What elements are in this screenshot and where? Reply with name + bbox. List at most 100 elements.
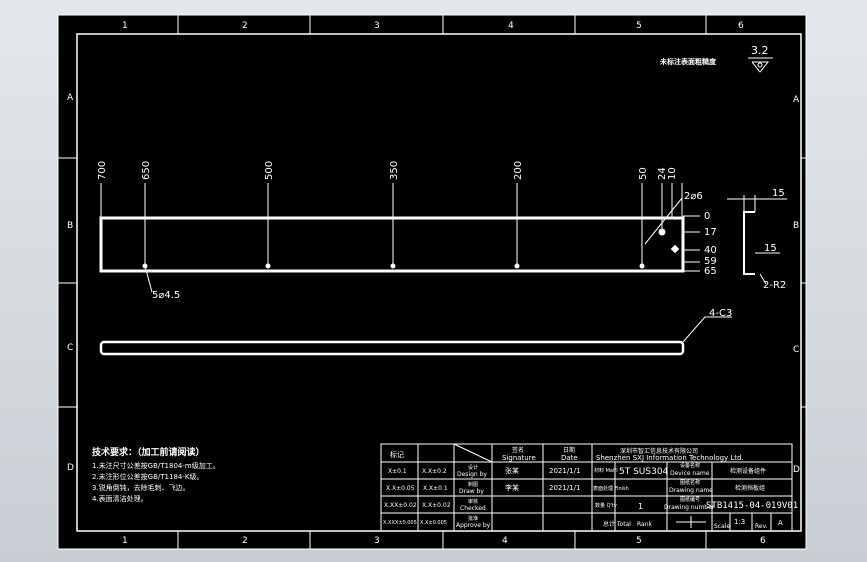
zone-row-c-left: C xyxy=(67,343,73,353)
plate-front-view[interactable] xyxy=(99,216,685,273)
tb-qty-label: 数量 Q'ty xyxy=(595,502,617,509)
zone-col-1-bottom: 1 xyxy=(122,536,128,546)
tb-device-label-en: Device name xyxy=(670,470,710,477)
zone-col-6-top: 6 xyxy=(738,21,744,31)
dim-10: 10 xyxy=(667,167,678,180)
tb-row2-role-en: Draw by xyxy=(459,488,484,495)
dim-24: 24 xyxy=(657,167,668,180)
tb-date-cn: 日期 xyxy=(563,446,575,454)
tb-row4-code: X.XXX±0.005 xyxy=(383,520,417,526)
tb-row2-code: X.X±0.05 xyxy=(386,485,415,492)
tb-row4-role-en: Approve by xyxy=(456,522,491,529)
zone-row-c-right: C xyxy=(793,345,799,355)
section-height-15: 15 xyxy=(764,243,777,254)
tb-drawing-no: STB1415-04-019V01 xyxy=(706,501,798,511)
tb-drawing-name-value: 检测挡板组 xyxy=(735,484,765,492)
hole-leader-lines xyxy=(100,183,700,293)
tb-row2-date: 2021/1/1 xyxy=(549,484,580,492)
dim-700: 700 xyxy=(97,161,108,180)
zone-col-3-bottom: 3 xyxy=(374,536,380,546)
zone-row-d-right: D xyxy=(793,465,800,475)
zone-col-5-bottom: 5 xyxy=(636,536,642,546)
zone-row-b-left: B xyxy=(67,221,73,231)
dim-200: 200 xyxy=(513,161,524,180)
roughness-symbol xyxy=(748,57,773,73)
sheet-background xyxy=(57,14,807,550)
tb-signature-cn: 签名 xyxy=(512,446,524,454)
zone-col-4-top: 4 xyxy=(508,21,514,31)
tb-row3-tol: X.X±0.02 xyxy=(422,502,451,509)
surface-note: 未标注表面粗糙度 xyxy=(660,57,717,66)
dim-350: 350 xyxy=(389,161,400,180)
tb-date-en: Date xyxy=(561,454,578,462)
zone-row-a-right: A xyxy=(793,95,800,105)
zone-col-3-top: 3 xyxy=(374,21,380,31)
zone-row-a-left: A xyxy=(67,93,74,103)
tb-row4-role-cn: 批准 xyxy=(468,515,478,522)
tb-device-label-cn: 设备名称 xyxy=(680,462,700,469)
title-block xyxy=(380,443,793,532)
tb-company-cn: 深圳市智汇信息技术有限公司 xyxy=(620,447,698,455)
dim-right-0: 0 xyxy=(704,211,710,222)
tb-row1-date: 2021/1/1 xyxy=(549,467,580,475)
tb-header-mark: 标记 xyxy=(390,450,404,459)
tb-device-value: 检测设备组件 xyxy=(730,467,766,475)
dim-50: 50 xyxy=(638,167,649,180)
tb-rev-label: Rev. xyxy=(755,523,768,530)
zone-ticks xyxy=(58,15,806,549)
tb-company-en: Shenzhen SXJ Information Technology Ltd. xyxy=(596,454,744,462)
tb-row1-role-cn: 设计 xyxy=(468,464,478,471)
tech-note-1: 1.未注尺寸公差按GB/T1804-m级加工。 xyxy=(92,461,220,470)
tech-note-2: 2.未注形位公差按GB/T1184-K级。 xyxy=(92,472,203,481)
roughness-value: 3.2 xyxy=(751,44,769,57)
tb-row3-role-en: Checked xyxy=(460,505,486,512)
tb-drawing-name-label-en: Drawing name xyxy=(669,487,713,494)
tb-signature-en: Signature xyxy=(502,454,536,462)
tech-note-3: 3.锐角倒钝，去除毛刺、飞边。 xyxy=(92,483,190,492)
dim-right-65: 65 xyxy=(704,266,717,277)
tb-row2-sign: 李某 xyxy=(505,483,519,492)
tb-scale-value: 1:3 xyxy=(734,518,745,526)
tb-total-label: 总计 Total xyxy=(603,520,631,528)
tb-row1-role-en: Design by xyxy=(457,471,487,478)
tb-rank-label: Rank xyxy=(637,521,653,528)
tb-drawing-no-label-en: Drawing number xyxy=(664,504,715,511)
tb-qty-value: 1 xyxy=(638,502,643,511)
zone-col-2-bottom: 2 xyxy=(242,536,248,546)
plate-edge-view[interactable] xyxy=(99,340,685,356)
tech-note-4: 4.表面清洁处理。 xyxy=(92,494,148,503)
dim-right-40: 40 xyxy=(704,245,717,256)
tb-scale-label: Scale xyxy=(714,523,730,530)
tb-row1-sign: 张某 xyxy=(505,466,519,475)
zone-row-d-left: D xyxy=(67,463,74,473)
zone-col-4-bottom: 4 xyxy=(502,536,508,546)
zone-col-1-top: 1 xyxy=(122,21,128,31)
callout-4-c3: 4-C3 xyxy=(709,308,732,319)
tb-row1-code: X±0.1 xyxy=(388,468,407,475)
tb-row1-tol: X.X±0.2 xyxy=(422,468,447,475)
tb-finish-label: 表面处理 Finish xyxy=(593,485,629,492)
chamfer-leader xyxy=(682,316,706,343)
tb-drawing-no-label-cn: 图纸编号 xyxy=(680,496,700,503)
zone-col-2-top: 2 xyxy=(242,21,248,31)
zone-row-b-right: B xyxy=(793,221,799,231)
tech-notes-title: 技术要求：（加工前请阅读） xyxy=(92,446,205,458)
tb-row2-tol: X.X±0.1 xyxy=(423,485,448,492)
tb-rev-value: A xyxy=(778,519,783,527)
callout-2-dia-6: 2⌀6 xyxy=(684,191,703,202)
dim-right-59: 59 xyxy=(704,256,717,267)
tb-material-label: 材料 Mat'l xyxy=(594,467,618,474)
tb-material-value: 5T SUS304 xyxy=(619,467,669,477)
section-width-15: 15 xyxy=(772,188,785,199)
channel-section-view[interactable] xyxy=(743,211,755,275)
tb-row4-tol: X.X±0.005 xyxy=(420,520,447,526)
zone-col-6-bottom: 6 xyxy=(760,536,766,546)
callout-5-dia-4-5: 5⌀4.5 xyxy=(152,290,180,301)
tb-drawing-name-label-cn: 图纸名称 xyxy=(680,479,700,486)
tb-row3-code: X.XX±0.02 xyxy=(384,502,417,509)
dim-650: 650 xyxy=(141,161,152,180)
dim-right-17: 17 xyxy=(704,227,717,238)
zone-col-5-top: 5 xyxy=(636,21,642,31)
